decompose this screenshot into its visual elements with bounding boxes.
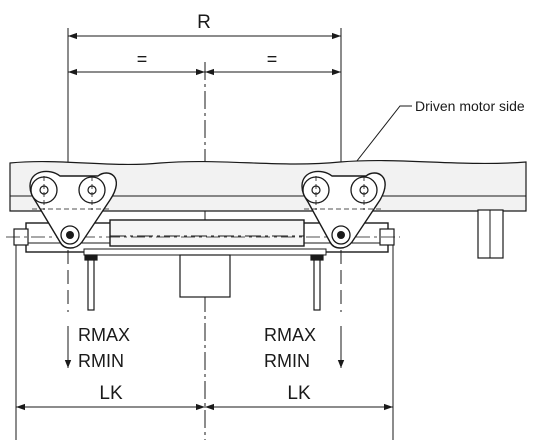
runway-beam [9,159,527,212]
dimension-lk-right-label: LK [287,383,311,404]
dimension-r-label: R [197,12,211,33]
dimension-half-left-label: = [137,49,148,69]
range-left-min: RMIN [78,351,124,371]
driven-motor-side-label: Driven motor side [415,98,525,114]
reference-lines [67,250,342,312]
frame-tube [109,219,305,247]
left-trolley [29,170,117,249]
callout-leader [341,105,412,181]
dimension-lk [15,245,394,440]
dimension-r [67,28,342,186]
dimension-lk-left-label: LK [99,383,123,404]
hanger-rods [84,254,324,311]
right-trolley [301,170,386,249]
range-right-min: RMIN [264,351,310,371]
load-column [179,254,231,298]
range-left-max: RMAX [78,325,130,345]
dimension-half-right-label: = [267,49,278,69]
range-right-max: RMAX [264,325,316,345]
